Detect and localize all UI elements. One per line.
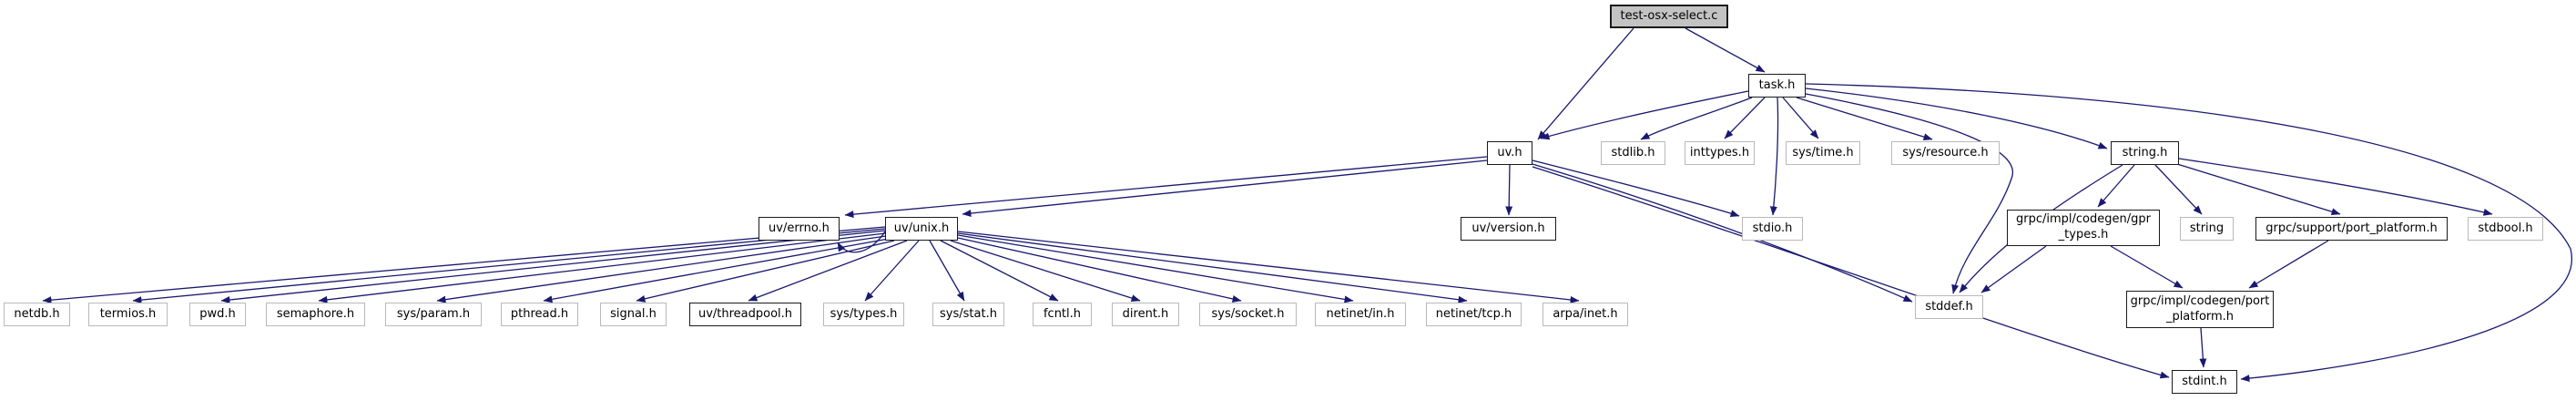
edge-uv-unix-h-to-uv-errno-h: [837, 231, 886, 253]
edge-uv-unix-h-to-fcntl-h: [940, 240, 1059, 302]
edge-uv-unix-h-to-termios-h: [132, 228, 886, 304]
node-signal-h[interactable]: signal.h: [600, 303, 667, 326]
node-sys-time-h[interactable]: sys/time.h: [1786, 141, 1860, 165]
node-pthread-h[interactable]: pthread.h: [501, 303, 578, 326]
node-task-h[interactable]: task.h: [1748, 74, 1806, 98]
node-dirent-h[interactable]: dirent.h: [1112, 303, 1179, 326]
edge-uv-h-to-uv-version-h: [1505, 164, 1513, 216]
node-uv-unix-h[interactable]: uv/unix.h: [885, 217, 958, 241]
node-sys-stat-h[interactable]: sys/stat.h: [932, 303, 1004, 326]
node-sys-resource-h[interactable]: sys/resource.h: [1891, 141, 2000, 165]
node-gpr-types-h[interactable]: grpc/impl/codegen/gpr _types.h: [2007, 210, 2160, 246]
edge-test-osx-select-c-to-task-h: [1685, 27, 1766, 73]
edge-uv-h-to-uv-unix-h: [962, 159, 1488, 218]
edge-string-h-to-stdbool-h: [2178, 158, 2493, 216]
edge-task-h-to-inttypes-h: [1724, 97, 1766, 139]
edge-uv-unix-h-to-sys-stat-h: [929, 240, 965, 302]
node-semaphore-h[interactable]: semaphore.h: [266, 303, 365, 326]
edge-string-h-to-gpr-types-h: [2097, 164, 2135, 208]
edge-uv-unix-h-to-uv-threadpool-h: [748, 240, 908, 302]
node-uv-errno-h[interactable]: uv/errno.h: [759, 217, 840, 241]
edges-group: [42, 27, 2573, 383]
node-stdio-h[interactable]: stdio.h: [1742, 217, 1803, 241]
edge-task-h-to-stdio-h: [1769, 97, 1779, 216]
node-stdint-h[interactable]: stdint.h: [2172, 370, 2237, 394]
node-stddef-h[interactable]: stddef.h: [1915, 295, 1983, 319]
node-sys-types-h[interactable]: sys/types.h: [823, 303, 904, 326]
edge-uv-unix-h-to-sys-types-h: [864, 240, 920, 302]
edge-uv-unix-h-to-semaphore-h: [318, 232, 886, 303]
node-termios-h[interactable]: termios.h: [88, 303, 168, 326]
node-stdlib-h[interactable]: stdlib.h: [1601, 141, 1665, 165]
edge-uv-h-to-uv-errno-h: [844, 156, 1488, 219]
node-stdbool-h[interactable]: stdbool.h: [2468, 217, 2543, 241]
node-sys-param-h[interactable]: sys/param.h: [385, 303, 482, 326]
edge-test-osx-select-c-to-uv-h: [1537, 27, 1634, 140]
edge-uv-h-to-stdint-h: [1532, 166, 2170, 379]
edge-gpr-types-h-to-grpc-impl-codegen-port-platform-h: [2110, 245, 2184, 289]
edge-task-h-to-sys-resource-h: [1796, 97, 1933, 141]
node-string[interactable]: string: [2180, 217, 2234, 241]
node-string-h[interactable]: string.h: [2111, 141, 2179, 165]
node-pwd-h[interactable]: pwd.h: [189, 303, 246, 326]
edge-uv-unix-h-to-sys-param-h: [436, 235, 887, 303]
node-sys-socket-h[interactable]: sys/socket.h: [1199, 303, 1297, 326]
node-arpa-inet-h[interactable]: arpa/inet.h: [1543, 303, 1628, 326]
node-netinet-in-h[interactable]: netinet/in.h: [1315, 303, 1406, 326]
edge-task-h-to-sys-time-h: [1782, 97, 1819, 139]
edge-gpr-types-h-to-stddef-h: [1980, 245, 2047, 293]
edge-task-h-to-uv-h: [1540, 90, 1749, 140]
edge-string-h-to-string: [2154, 164, 2203, 215]
node-inttypes-h[interactable]: inttypes.h: [1685, 141, 1755, 165]
edge-grpc-support-port-platform-h-to-grpc-impl-codegen-port-platform-h: [2248, 240, 2329, 289]
edge-uv-unix-h-to-sys-socket-h: [957, 237, 1242, 303]
node-grpc-impl-codegen-port-platform-h[interactable]: grpc/impl/codegen/port _platform.h: [2126, 291, 2274, 328]
node-test-osx-select-c[interactable]: test-osx-select.c: [1610, 5, 1728, 28]
edge-uv-unix-h-to-arpa-inet-h: [957, 231, 1580, 303]
node-grpc-support-port-platform-h[interactable]: grpc/support/port_platform.h: [2255, 217, 2448, 241]
node-netinet-tcp-h[interactable]: netinet/tcp.h: [1426, 303, 1522, 326]
edge-task-h-to-stddef-h: [1805, 93, 2014, 294]
edge-uv-unix-h-to-signal-h: [636, 240, 895, 303]
edge-uv-unix-h-to-netinet-in-h: [957, 234, 1354, 303]
edge-uv-unix-h-to-netdb-h: [42, 226, 886, 304]
edge-grpc-impl-codegen-port-platform-h-to-stdint-h: [2199, 327, 2207, 368]
edge-uv-unix-h-to-netinet-tcp-h: [957, 232, 1468, 303]
edge-uv-unix-h-to-pthread-h: [543, 238, 890, 303]
node-uv-version-h[interactable]: uv/version.h: [1461, 217, 1556, 241]
edge-uv-unix-h-to-dirent-h: [950, 240, 1141, 302]
node-uv-threadpool-h[interactable]: uv/threadpool.h: [689, 303, 801, 326]
edge-uv-h-to-stdio-h: [1532, 159, 1740, 217]
edge-uv-unix-h-to-pwd-h: [220, 230, 886, 303]
edge-task-h-to-stdint-h: [1805, 83, 2573, 383]
node-uv-h[interactable]: uv.h: [1487, 141, 1532, 165]
edge-task-h-to-string-h: [1805, 87, 2108, 149]
node-fcntl-h[interactable]: fcntl.h: [1033, 303, 1092, 326]
node-netdb-h[interactable]: netdb.h: [4, 303, 70, 326]
edge-task-h-to-stdlib-h: [1640, 97, 1753, 140]
edge-string-h-to-grpc-support-port-platform-h: [2176, 163, 2341, 216]
